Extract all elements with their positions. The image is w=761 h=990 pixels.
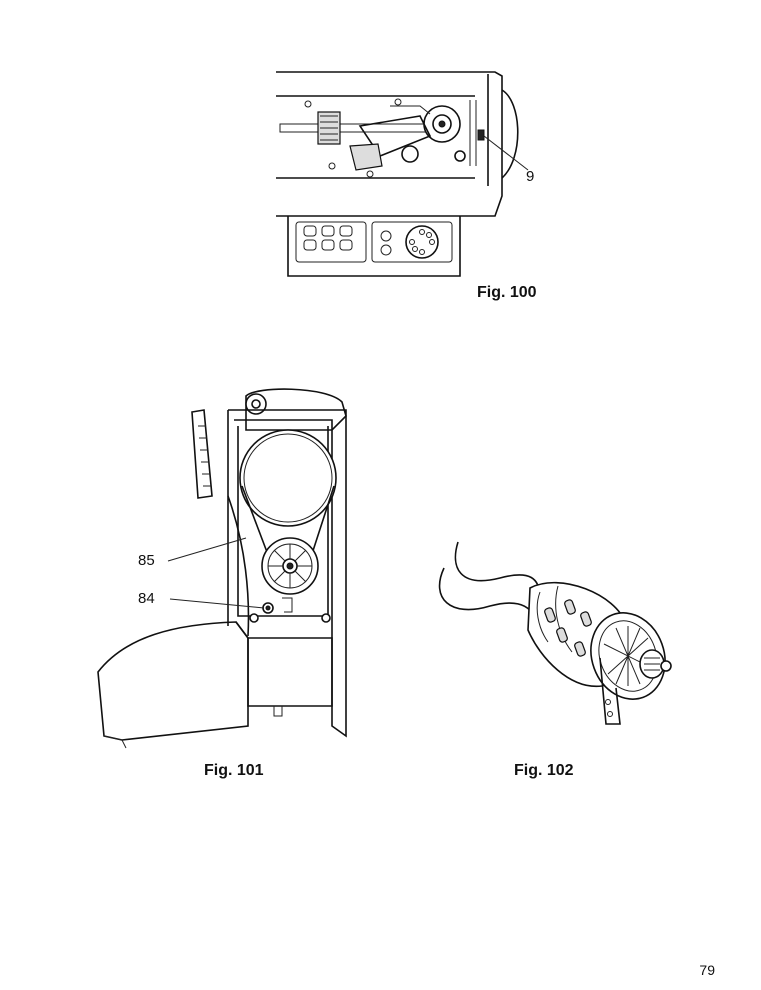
callout-9: 9 [526,168,535,185]
figure-100 [270,66,530,284]
page-number: 79 [699,962,715,978]
callout-84: 84 [138,590,155,607]
callout-85: 85 [138,552,155,569]
figure-101 [96,386,352,750]
motor-illustration [438,541,672,725]
figure-100-caption: Fig. 100 [477,284,537,301]
figure-102 [430,538,680,734]
figure-102-caption: Fig. 102 [514,762,574,779]
figure-101-caption: Fig. 101 [204,762,264,779]
machine-side-belt-illustration [97,388,347,749]
sewing-machine-head-illustration [276,71,529,277]
